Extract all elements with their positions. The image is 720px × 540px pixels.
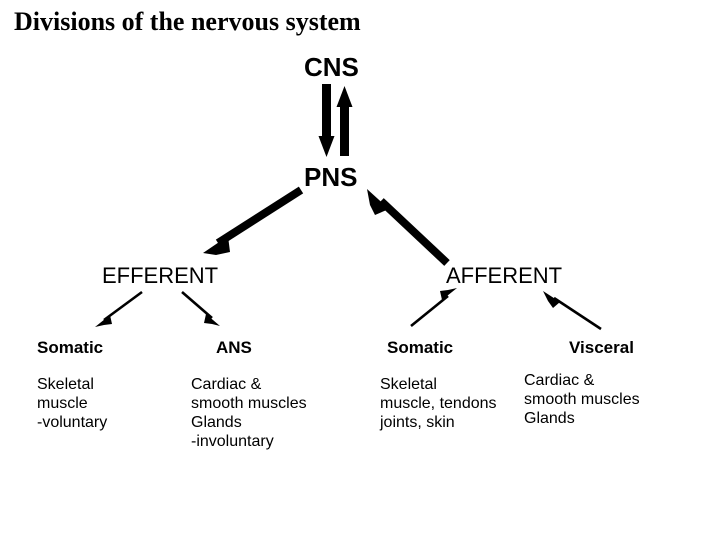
- arrow-down-cns-to-pns: [318, 84, 335, 157]
- column-heading-somatic-efferent: Somatic: [37, 338, 104, 357]
- arrow-efferent-to-ans: [181, 291, 220, 326]
- page-title: Divisions of the nervous system: [14, 7, 361, 36]
- node-label-efferent: EFFERENT: [102, 263, 219, 288]
- column-heading-visceral: Visceral: [569, 338, 634, 357]
- arrow-efferent-to-somatic: [95, 290, 143, 327]
- column-body-ans: Cardiac & smooth muscles Glands -involun…: [191, 376, 307, 450]
- node-label-afferent: AFFERENT: [446, 263, 563, 288]
- column-body-visceral: Cardiac & smooth muscles Glands: [524, 372, 640, 427]
- node-label-pns: PNS: [304, 162, 358, 192]
- node-label-cns: CNS: [304, 52, 359, 82]
- arrow-pns-to-efferent: [203, 186, 304, 255]
- column-heading-somatic-afferent: Somatic: [387, 338, 454, 357]
- arrow-up-pns-to-cns: [336, 86, 353, 156]
- column-heading-ans: ANS: [216, 338, 252, 357]
- column-body-somatic-efferent: Skeletal muscle -voluntary: [37, 376, 108, 431]
- arrow-afferent-to-pns: [367, 189, 450, 266]
- arrow-somatic-to-afferent: [410, 288, 457, 328]
- arrow-visceral-to-afferent: [543, 291, 602, 331]
- column-body-somatic-afferent: Skeletal muscle, tendons joints, skin: [380, 376, 497, 431]
